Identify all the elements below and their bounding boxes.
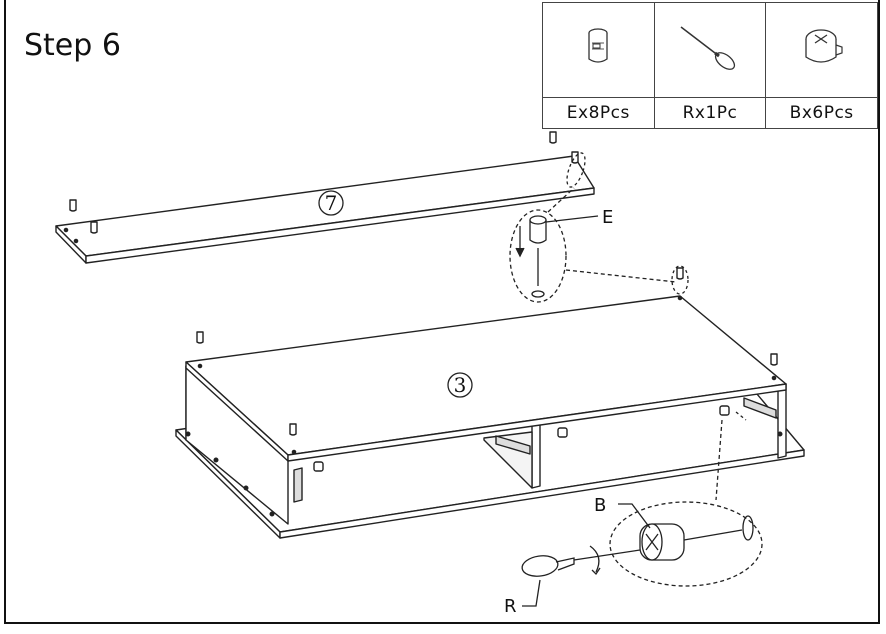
- detail-r: [521, 545, 641, 607]
- parts-label-e: Ex8Pcs: [542, 97, 655, 129]
- parts-label-r: Rx1Pc: [653, 97, 767, 129]
- step-title: Step 6: [24, 28, 121, 63]
- detail-e: [509, 152, 689, 303]
- cam-bolt-icon: [588, 28, 608, 63]
- parts-cell-b: [765, 2, 878, 98]
- parts-table: Ex8Pcs Rx1Pc Bx6Pcs: [542, 2, 878, 129]
- callout-e-label: E: [602, 207, 613, 228]
- base-unit: [175, 295, 805, 539]
- parts-cell-r: [653, 2, 767, 98]
- callout-b-label: B: [594, 495, 606, 516]
- page-frame: [4, 0, 880, 624]
- cam-bolts-base-unit: [196, 267, 778, 436]
- panel-label-3: 3: [454, 373, 467, 397]
- callout-r-label: R: [504, 596, 517, 617]
- parts-cell-e: [542, 2, 655, 98]
- panel-number-3: 3: [447, 372, 473, 398]
- detail-b: [609, 411, 763, 587]
- parts-label-b: Bx6Pcs: [765, 97, 878, 129]
- cam-lock-icon: [805, 29, 843, 63]
- panel-number-7: 7: [318, 190, 344, 216]
- panel-label-7: 7: [325, 191, 338, 215]
- screwdriver-icon: [680, 26, 736, 70]
- cam-locks-base-unit: [313, 405, 730, 472]
